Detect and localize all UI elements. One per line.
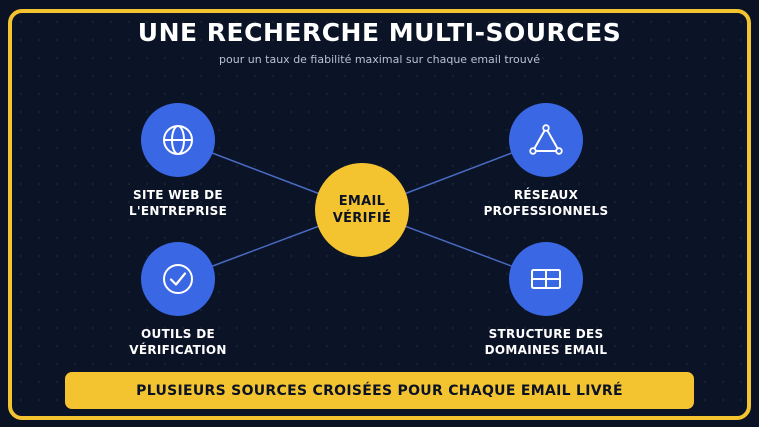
node-outils [141,242,215,316]
node-site-web [141,103,215,177]
page-subtitle: pour un taux de fiabilité maximal sur ch… [219,53,540,66]
center-line-2: VÉRIFIÉ [332,211,392,226]
node-outils-label: OUTILS DE VÉRIFICATION [129,327,227,357]
node-reseaux [509,103,583,177]
center-node-email-verifie: EMAIL VÉRIFIÉ [315,163,409,257]
node-structure [509,242,583,316]
banner-text: PLUSIEURS SOURCES CROISÉES POUR CHAQUE E… [136,382,623,399]
bottom-banner: PLUSIEURS SOURCES CROISÉES POUR CHAQUE E… [65,372,694,409]
node-site-web-label: SITE WEB DE L'ENTREPRISE [128,188,228,218]
check-circle-icon [163,264,193,294]
globe-icon [163,125,193,155]
node-reseaux-label: RÉSEAUX PROFESSIONNELS [483,188,609,218]
page-title: UNE RECHERCHE MULTI-SOURCES [137,18,622,47]
center-line-1: EMAIL [338,194,386,209]
node-structure-label: STRUCTURE DES DOMAINES EMAIL [484,327,608,357]
grid-structure-icon [531,269,561,289]
network-triangle-icon [529,124,563,155]
